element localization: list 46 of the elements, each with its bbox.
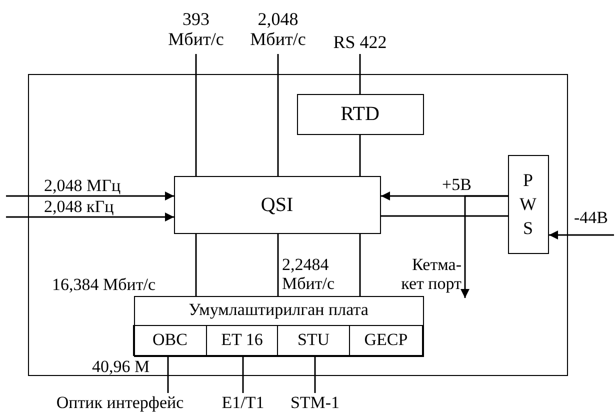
block-label: ET 16 <box>221 331 263 350</box>
connector-line <box>359 135 361 176</box>
block-box <box>508 154 548 254</box>
edge-label: 40,96 М <box>92 358 150 377</box>
arrow <box>549 230 614 240</box>
arrow <box>6 212 174 222</box>
connector-line <box>277 54 279 176</box>
edge-label: 2,048 МГц <box>44 177 121 196</box>
block-label: QSI <box>260 194 294 216</box>
connector-line <box>195 54 197 176</box>
edge-label: 2,2484 Мбит/с <box>282 256 336 294</box>
block-label: GECP <box>364 331 408 350</box>
connector-line <box>314 357 316 393</box>
block-label: P W S <box>519 168 537 240</box>
block-label: STM-1 <box>290 394 340 412</box>
block-label: STU <box>297 331 330 350</box>
block-label: 393 Мбит/с <box>167 10 225 50</box>
block-label: Умумлаштирилган плата <box>188 298 370 321</box>
block-label: RTD <box>340 103 380 125</box>
block-label: Кетма-кет порт <box>400 256 462 294</box>
connector-line <box>242 357 244 393</box>
block-box <box>133 325 207 356</box>
edge-label: +5В <box>442 176 472 195</box>
block-label: 2,048 Мбит/с <box>249 10 307 50</box>
arrow <box>460 195 508 298</box>
block-label: E1/T1 <box>222 394 264 412</box>
connector-line <box>359 54 361 94</box>
edge-label: 2,048 кГц <box>44 198 114 217</box>
block-box <box>296 94 424 134</box>
board-box <box>134 296 424 356</box>
block-box <box>174 176 380 234</box>
edge-label: -44В <box>574 209 608 228</box>
connector-line <box>195 234 197 296</box>
block-label: Оптик интерфейс <box>56 394 184 412</box>
block-label: RS 422 <box>333 33 387 53</box>
block-box <box>277 325 350 356</box>
edge-label: 16,384 Мбит/с <box>52 276 156 295</box>
arrow <box>6 192 174 200</box>
block-box <box>349 325 423 356</box>
connector-line <box>359 234 361 296</box>
frame-box <box>28 74 568 376</box>
connector-line <box>381 215 508 217</box>
block-label: OBC <box>152 331 188 350</box>
connector-line <box>277 234 279 296</box>
block-box <box>206 325 278 356</box>
connector-line <box>167 357 169 393</box>
